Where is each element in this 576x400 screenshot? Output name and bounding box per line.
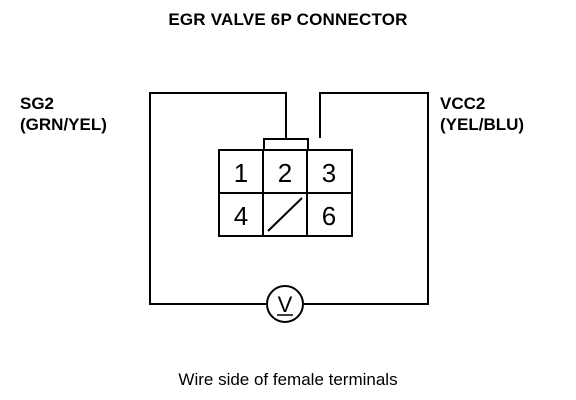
diagram-caption: Wire side of female terminals [178,370,398,389]
vcc2-terminal-name: VCC2 [440,94,486,113]
circuit-wires [149,92,429,305]
voltmeter-letter: V [278,292,293,317]
connector-6p [218,138,353,237]
pin-4: 4 [234,201,248,231]
vcc2-wire-label: VCC2 (YEL/BLU) [440,93,524,135]
voltmeter-circle [266,285,304,323]
pin-2: 2 [278,158,292,188]
sg2-wire-color: (GRN/YEL) [20,115,107,134]
sg2-terminal-name: SG2 [20,94,55,113]
pin-6: 6 [322,201,336,231]
pin-3: 3 [322,158,336,188]
pin-numbers: 1 2 3 4 6 [234,158,336,231]
vcc2-wire [304,92,429,305]
diagram-title: EGR VALVE 6P CONNECTOR [168,10,408,29]
pin-1: 1 [234,158,248,188]
sg2-wire [149,92,287,305]
voltmeter-symbol: V [266,285,304,323]
unused-cavity-slash [267,197,303,232]
vcc2-wire-color: (YEL/BLU) [440,115,525,134]
sg2-wire-label: SG2 (GRN/YEL) [20,93,107,135]
connector-lock-tab [263,138,309,151]
